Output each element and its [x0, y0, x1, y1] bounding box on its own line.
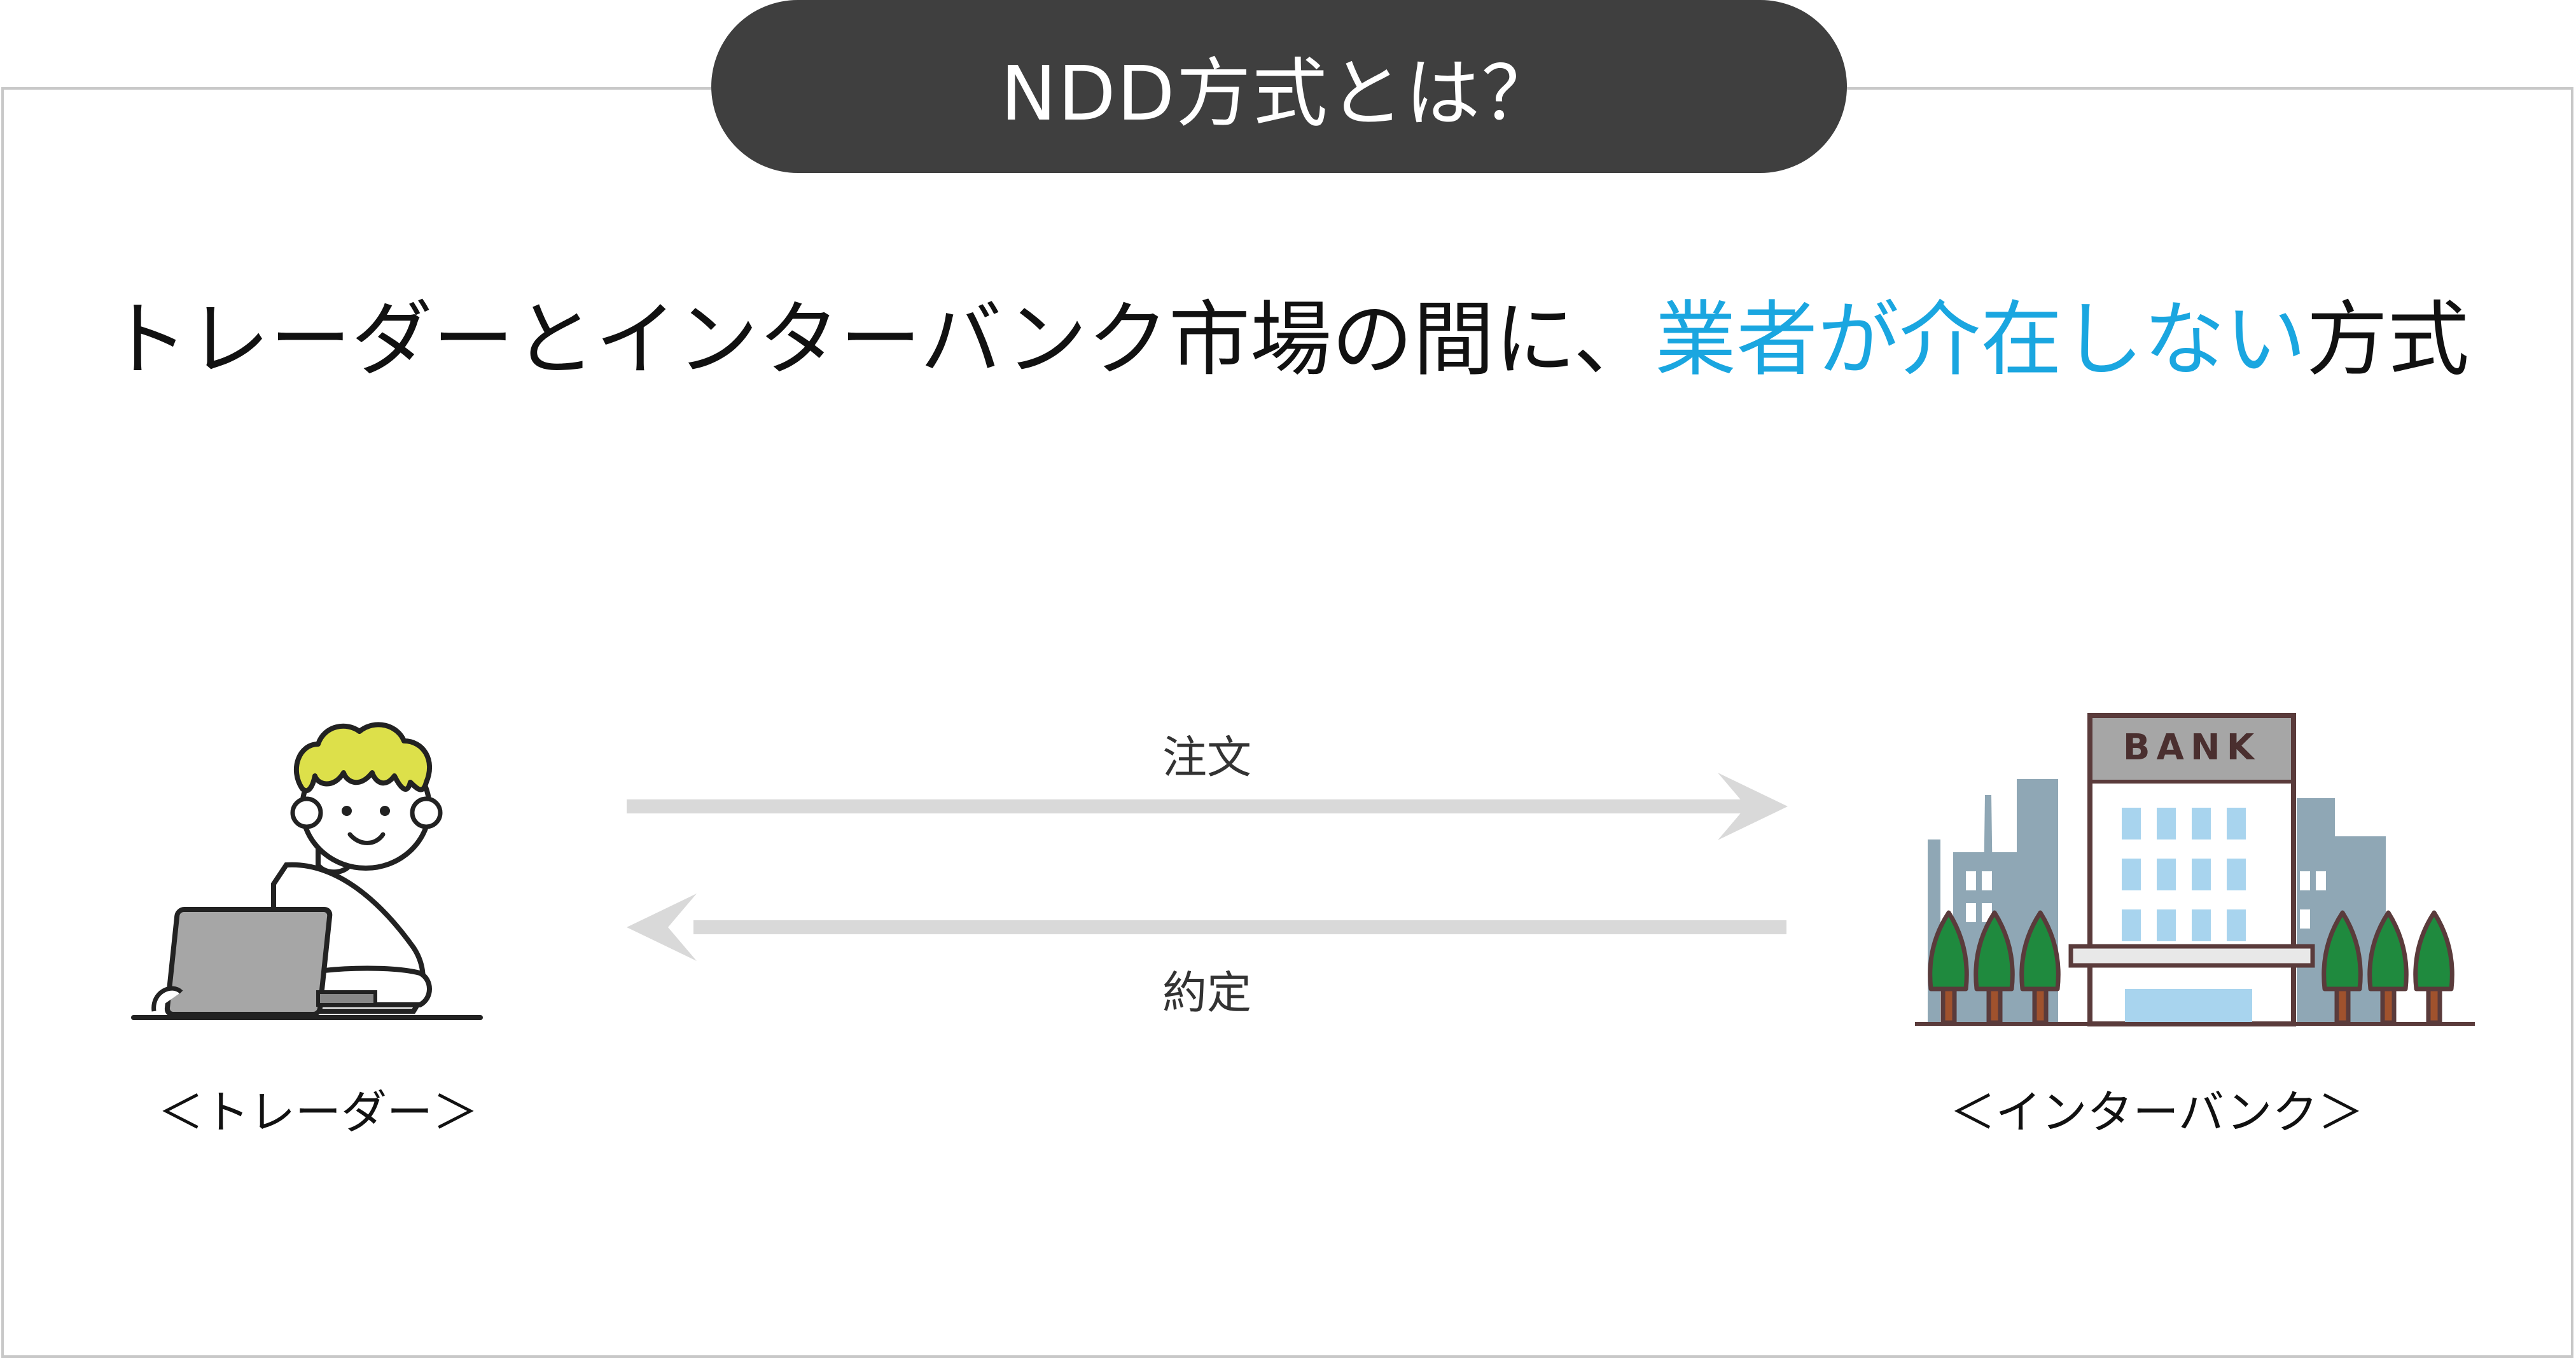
execution-label: 約定 [1162, 967, 1251, 1019]
trader-caption: ＜トレーダー＞ [157, 1086, 478, 1139]
order-arrow-shape [627, 773, 1788, 840]
interbank-illustration [1915, 713, 2475, 1026]
bank-sign: BANK [2122, 727, 2261, 768]
title-pill: NDD方式とは？ [711, 0, 1847, 173]
trader-illustration [131, 722, 483, 1020]
interbank-caption: ＜インターバンク＞ [1949, 1086, 2364, 1139]
headline-prefix: トレーダーとインターバンク市場の間に、 [106, 293, 1655, 387]
order-label: 注文 [1162, 731, 1251, 784]
headline-highlight: 業者が介在しない [1655, 293, 2307, 387]
page-title: NDD方式とは？ [1000, 49, 1558, 137]
execution-arrow-shape [627, 894, 1786, 961]
headline-suffix: 方式 [2306, 293, 2470, 387]
headline: トレーダーとインターバンク市場の間に、業者が介在しない方式 [0, 273, 2576, 391]
